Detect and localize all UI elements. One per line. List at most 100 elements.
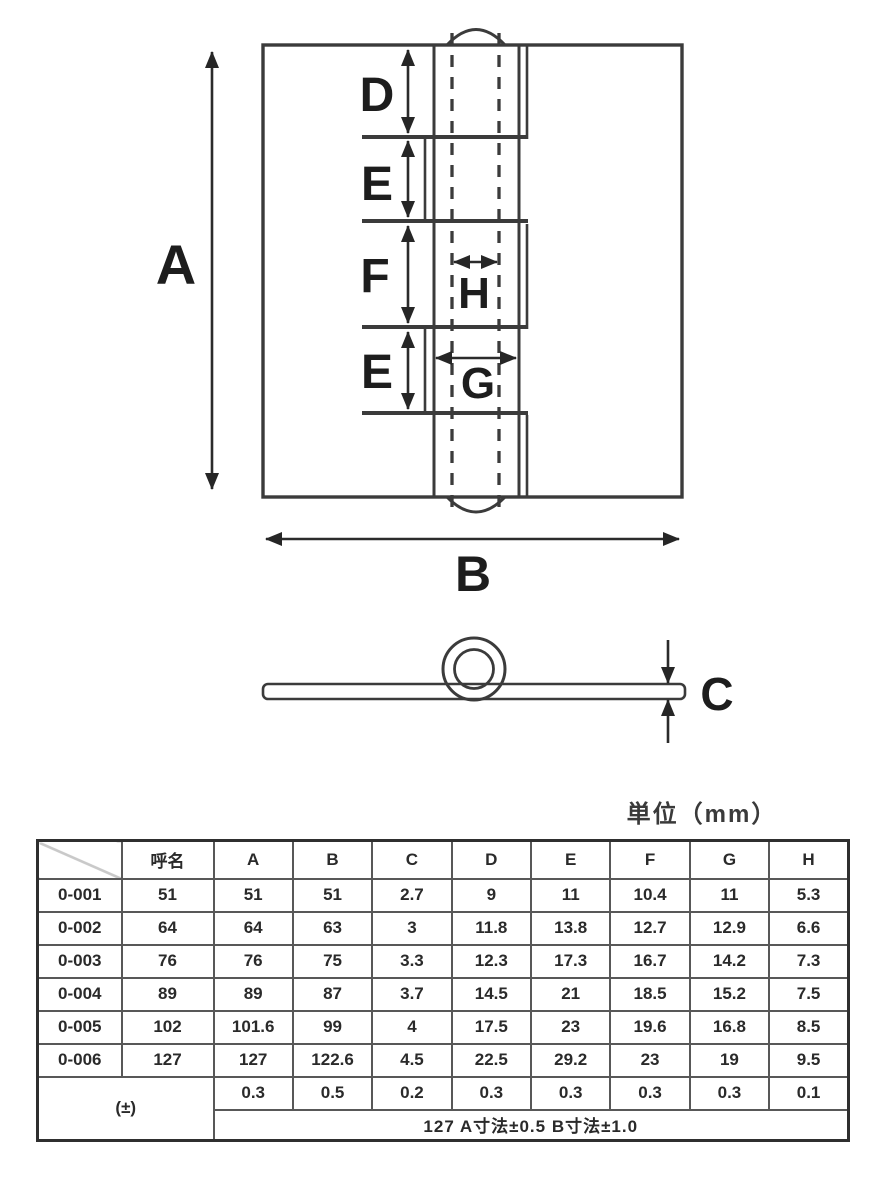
col-header-d: D	[450, 839, 533, 880]
cell: 102	[120, 1009, 215, 1045]
table-header-row: 呼名 A B C D E F G H	[36, 839, 850, 880]
tolerance-cell: 0.3	[688, 1075, 771, 1111]
hinge-side-view: C	[261, 636, 734, 743]
dim-B: B	[265, 532, 680, 602]
dim-label-e-upper: E	[361, 158, 393, 211]
cell: 2.7	[371, 877, 453, 913]
cell: 14.5	[450, 976, 533, 1012]
cell: 11	[529, 877, 612, 913]
cell: 19	[688, 1042, 771, 1078]
cell: 3.3	[371, 943, 453, 979]
row-label: 0-006	[36, 1042, 123, 1078]
leaf-edge-view	[261, 682, 687, 701]
cell: 11	[688, 877, 771, 913]
cell: 51	[120, 877, 215, 913]
dim-G: G	[435, 351, 517, 408]
cell: 12.9	[688, 910, 771, 946]
cell: 4	[371, 1009, 453, 1045]
hinge-drawing: A B D E F E H	[156, 28, 734, 743]
col-header-b: B	[291, 839, 374, 880]
cell: 64	[120, 910, 215, 946]
cell: 12.3	[450, 943, 533, 979]
tolerance-row: (±) 0.3 0.5 0.2 0.3 0.3 0.3 0.3 0.1	[36, 1075, 850, 1142]
cell: 7.5	[768, 976, 850, 1012]
cell: 9.5	[768, 1042, 850, 1078]
col-header-a: A	[212, 839, 294, 880]
col-header-c: C	[371, 839, 453, 880]
cell: 19.6	[609, 1009, 691, 1045]
cell: 89	[212, 976, 294, 1012]
row-label: 0-003	[36, 943, 123, 979]
tolerance-note: 127 A寸法±0.5 B寸法±1.0	[212, 1108, 850, 1142]
cell: 16.8	[688, 1009, 771, 1045]
cell: 122.6	[291, 1042, 374, 1078]
cell: 75	[291, 943, 374, 979]
cell: 18.5	[609, 976, 691, 1012]
cell: 76	[120, 943, 215, 979]
cell: 14.2	[688, 943, 771, 979]
corner-cell	[36, 839, 123, 880]
cell: 15.2	[688, 976, 771, 1012]
cell: 3	[371, 910, 453, 946]
dim-A: A	[156, 51, 219, 490]
dim-label-c: C	[700, 668, 733, 720]
tolerance-cell: 0.3	[529, 1075, 612, 1111]
tolerance-cell: 0.1	[768, 1075, 850, 1111]
cell: 63	[291, 910, 374, 946]
cell: 17.3	[529, 943, 612, 979]
cell: 127	[212, 1042, 294, 1078]
tolerance-cell: 0.3	[450, 1075, 533, 1111]
cell: 8.5	[768, 1009, 850, 1045]
dim-label-g: G	[461, 359, 495, 408]
knuckle-inner-circle	[453, 648, 495, 690]
cell: 4.5	[371, 1042, 453, 1078]
tolerance-note-row: 127 A寸法±0.5 B寸法±1.0	[38, 1108, 850, 1142]
barrel-top-cap	[445, 28, 507, 47]
cell: 23	[609, 1042, 691, 1078]
col-header-e: E	[529, 839, 612, 880]
cell: 7.3	[768, 943, 850, 979]
table-row: 0-002 64 64 63 3 11.8 13.8 12.7 12.9 6.6	[36, 910, 850, 946]
dim-label-h: H	[458, 269, 490, 318]
cell: 13.8	[529, 910, 612, 946]
row-label: 0-005	[36, 1009, 123, 1045]
cell: 12.7	[609, 910, 691, 946]
cell: 29.2	[529, 1042, 612, 1078]
tolerance-label: (±)	[36, 1075, 215, 1142]
tolerance-cell: 0.3	[609, 1075, 691, 1111]
cell: 11.8	[450, 910, 533, 946]
row-label: 0-001	[36, 877, 123, 913]
row-label: 0-002	[36, 910, 123, 946]
cell: 99	[291, 1009, 374, 1045]
dim-C: C	[661, 640, 734, 743]
col-header-h: H	[768, 839, 850, 880]
cell: 87	[291, 976, 374, 1012]
dim-F: F	[360, 225, 415, 324]
dim-E-lower: E	[361, 331, 415, 410]
col-header-f: F	[609, 839, 691, 880]
cell: 64	[212, 910, 294, 946]
dim-label-e-lower: E	[361, 346, 393, 399]
unit-label: 単位（mm）	[626, 801, 778, 828]
hinge-front-view	[261, 28, 684, 514]
dim-D: D	[360, 49, 415, 134]
knuckle-outer-circle	[441, 636, 507, 702]
cell: 22.5	[450, 1042, 533, 1078]
barrel-bottom-cap	[445, 495, 507, 514]
cell: 17.5	[450, 1009, 533, 1045]
cell: 21	[529, 976, 612, 1012]
table-row: 0-005 102 101.6 99 4 17.5 23 19.6 16.8 8…	[36, 1009, 850, 1045]
cell: 6.6	[768, 910, 850, 946]
cell: 3.7	[371, 976, 453, 1012]
cell: 9	[450, 877, 533, 913]
dim-label-a: A	[156, 233, 196, 296]
table-row: 0-001 51 51 51 2.7 9 11 10.4 11 5.3	[36, 877, 850, 913]
col-header-g: G	[688, 839, 771, 880]
table-row: 0-004 89 89 87 3.7 14.5 21 18.5 15.2 7.5	[36, 976, 850, 1012]
table-row: 0-003 76 76 75 3.3 12.3 17.3 16.7 14.2 7…	[36, 943, 850, 979]
cell: 10.4	[609, 877, 691, 913]
col-header-name: 呼名	[120, 839, 215, 880]
hinge-spec-table: 呼名 A B C D E F G H 0-001 51 51 51 2.7 9 …	[36, 839, 850, 1142]
cell: 89	[120, 976, 215, 1012]
